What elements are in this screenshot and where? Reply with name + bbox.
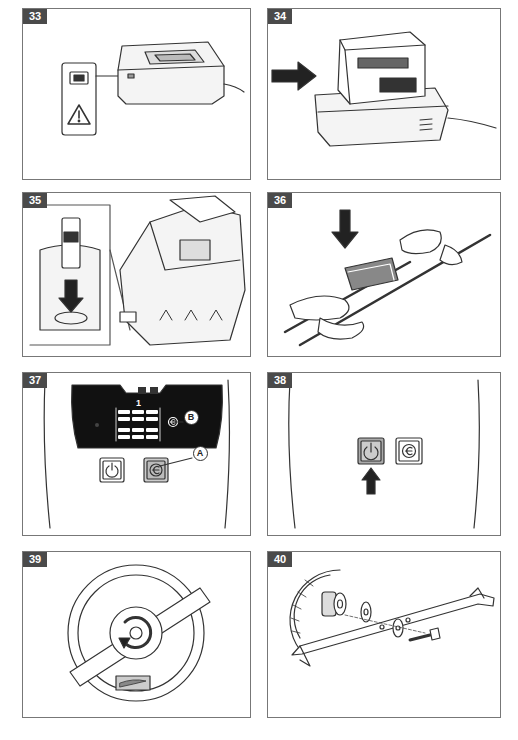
battery-insert-figure [30, 196, 245, 345]
figure-panel: 39 [22, 551, 251, 718]
charger-figure [62, 42, 244, 135]
figure-number: 39 [23, 552, 47, 567]
figure-panel: 33 [22, 8, 251, 180]
start-button-figure [289, 380, 480, 528]
battery-charger-figure [272, 32, 496, 146]
figure-number: 33 [23, 9, 47, 24]
figure-number: 36 [268, 193, 292, 208]
indicator-number: 1 [136, 399, 141, 408]
figure-number: 35 [23, 193, 47, 208]
figure-panel: 38 [267, 372, 501, 536]
handle-figure [285, 210, 490, 345]
callout-letter: A [197, 449, 204, 458]
callout-letter: B [188, 413, 195, 422]
figure-number: 38 [268, 373, 292, 388]
figure-panel: 35 [22, 192, 251, 357]
figure-number: 40 [268, 552, 292, 567]
blade-rotation-figure [68, 565, 210, 701]
figure-panel: 40 [267, 551, 501, 718]
blade-assembly-figure [290, 570, 494, 666]
control-panel-figure [44, 380, 229, 528]
figure-number: 37 [23, 373, 47, 388]
callout-circle: B [184, 410, 199, 425]
figure-panel: 34 [267, 8, 501, 180]
figure-number: 34 [268, 9, 292, 24]
figure-panel: 37B A [22, 372, 251, 536]
figure-panel: 36 [267, 192, 501, 357]
callout-circle: A [193, 446, 208, 461]
